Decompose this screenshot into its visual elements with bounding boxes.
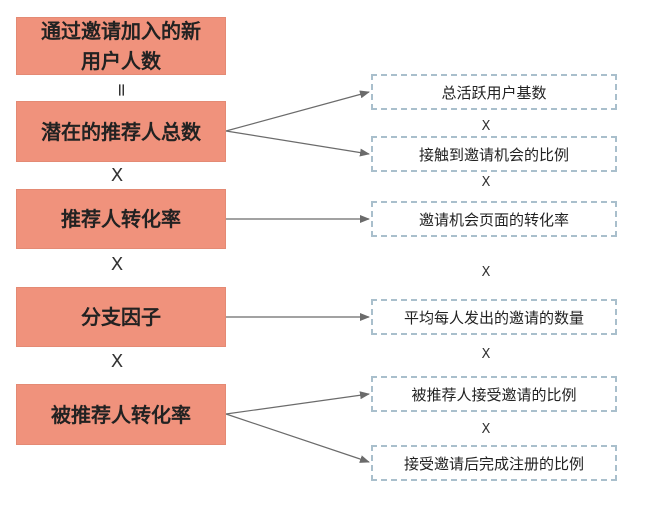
new-users-via-invite-label: 通过邀请加入的新用户人数: [41, 19, 201, 73]
multiply-operator-r3: X: [481, 265, 491, 280]
invite-page-conversion-box: 邀请机会页面的转化率: [371, 201, 617, 237]
avg-invites-box: 平均每人发出的邀请的数量: [371, 299, 617, 335]
multiply-operator-1: X: [110, 165, 124, 186]
multiply-operator-r1: X: [481, 119, 491, 134]
avg-invites-label: 平均每人发出的邀请的数量: [403, 308, 584, 327]
branching-factor-box: 分支因子: [16, 287, 226, 347]
potential-referrers-box: 潜在的推荐人总数: [16, 101, 226, 162]
new-users-via-invite-box: 通过邀请加入的新用户人数: [16, 17, 226, 75]
referrer-conversion-label: 推荐人转化率: [61, 207, 181, 231]
active-users-label: 总活跃用户基数: [441, 83, 547, 102]
invite-page-conversion-label: 邀请机会页面的转化率: [418, 210, 569, 229]
accept-rate-label: 被推荐人接受邀请的比例: [411, 385, 577, 404]
referee-conversion-label: 被推荐人转化率: [51, 402, 191, 427]
multiply-operator-2: X: [110, 254, 124, 275]
multiply-operator-3: X: [110, 351, 124, 372]
arrow-to-accept-rate: [225, 391, 370, 415]
multiply-operator-r5: X: [481, 422, 491, 437]
potential-referrers-label: 潜在的推荐人总数: [41, 119, 201, 144]
referee-conversion-box: 被推荐人转化率: [16, 384, 226, 445]
arrow-to-active-users: [225, 90, 370, 132]
arrow-to-signup-rate: [225, 413, 370, 463]
referrer-conversion-box: 推荐人转化率: [16, 189, 226, 249]
exposure-rate-box: 接触到邀请机会的比例: [371, 136, 617, 172]
branching-factor-label: 分支因子: [81, 305, 161, 329]
signup-rate-box: 接受邀请后完成注册的比例: [371, 445, 617, 481]
active-users-box: 总活跃用户基数: [371, 74, 617, 110]
arrow-to-exposure-rate: [225, 130, 370, 157]
exposure-rate-label: 接触到邀请机会的比例: [418, 145, 569, 164]
multiply-operator-r4: X: [481, 347, 491, 362]
signup-rate-label: 接受邀请后完成注册的比例: [403, 454, 584, 473]
multiply-operator-r2: X: [481, 175, 491, 190]
accept-rate-box: 被推荐人接受邀请的比例: [371, 376, 617, 412]
